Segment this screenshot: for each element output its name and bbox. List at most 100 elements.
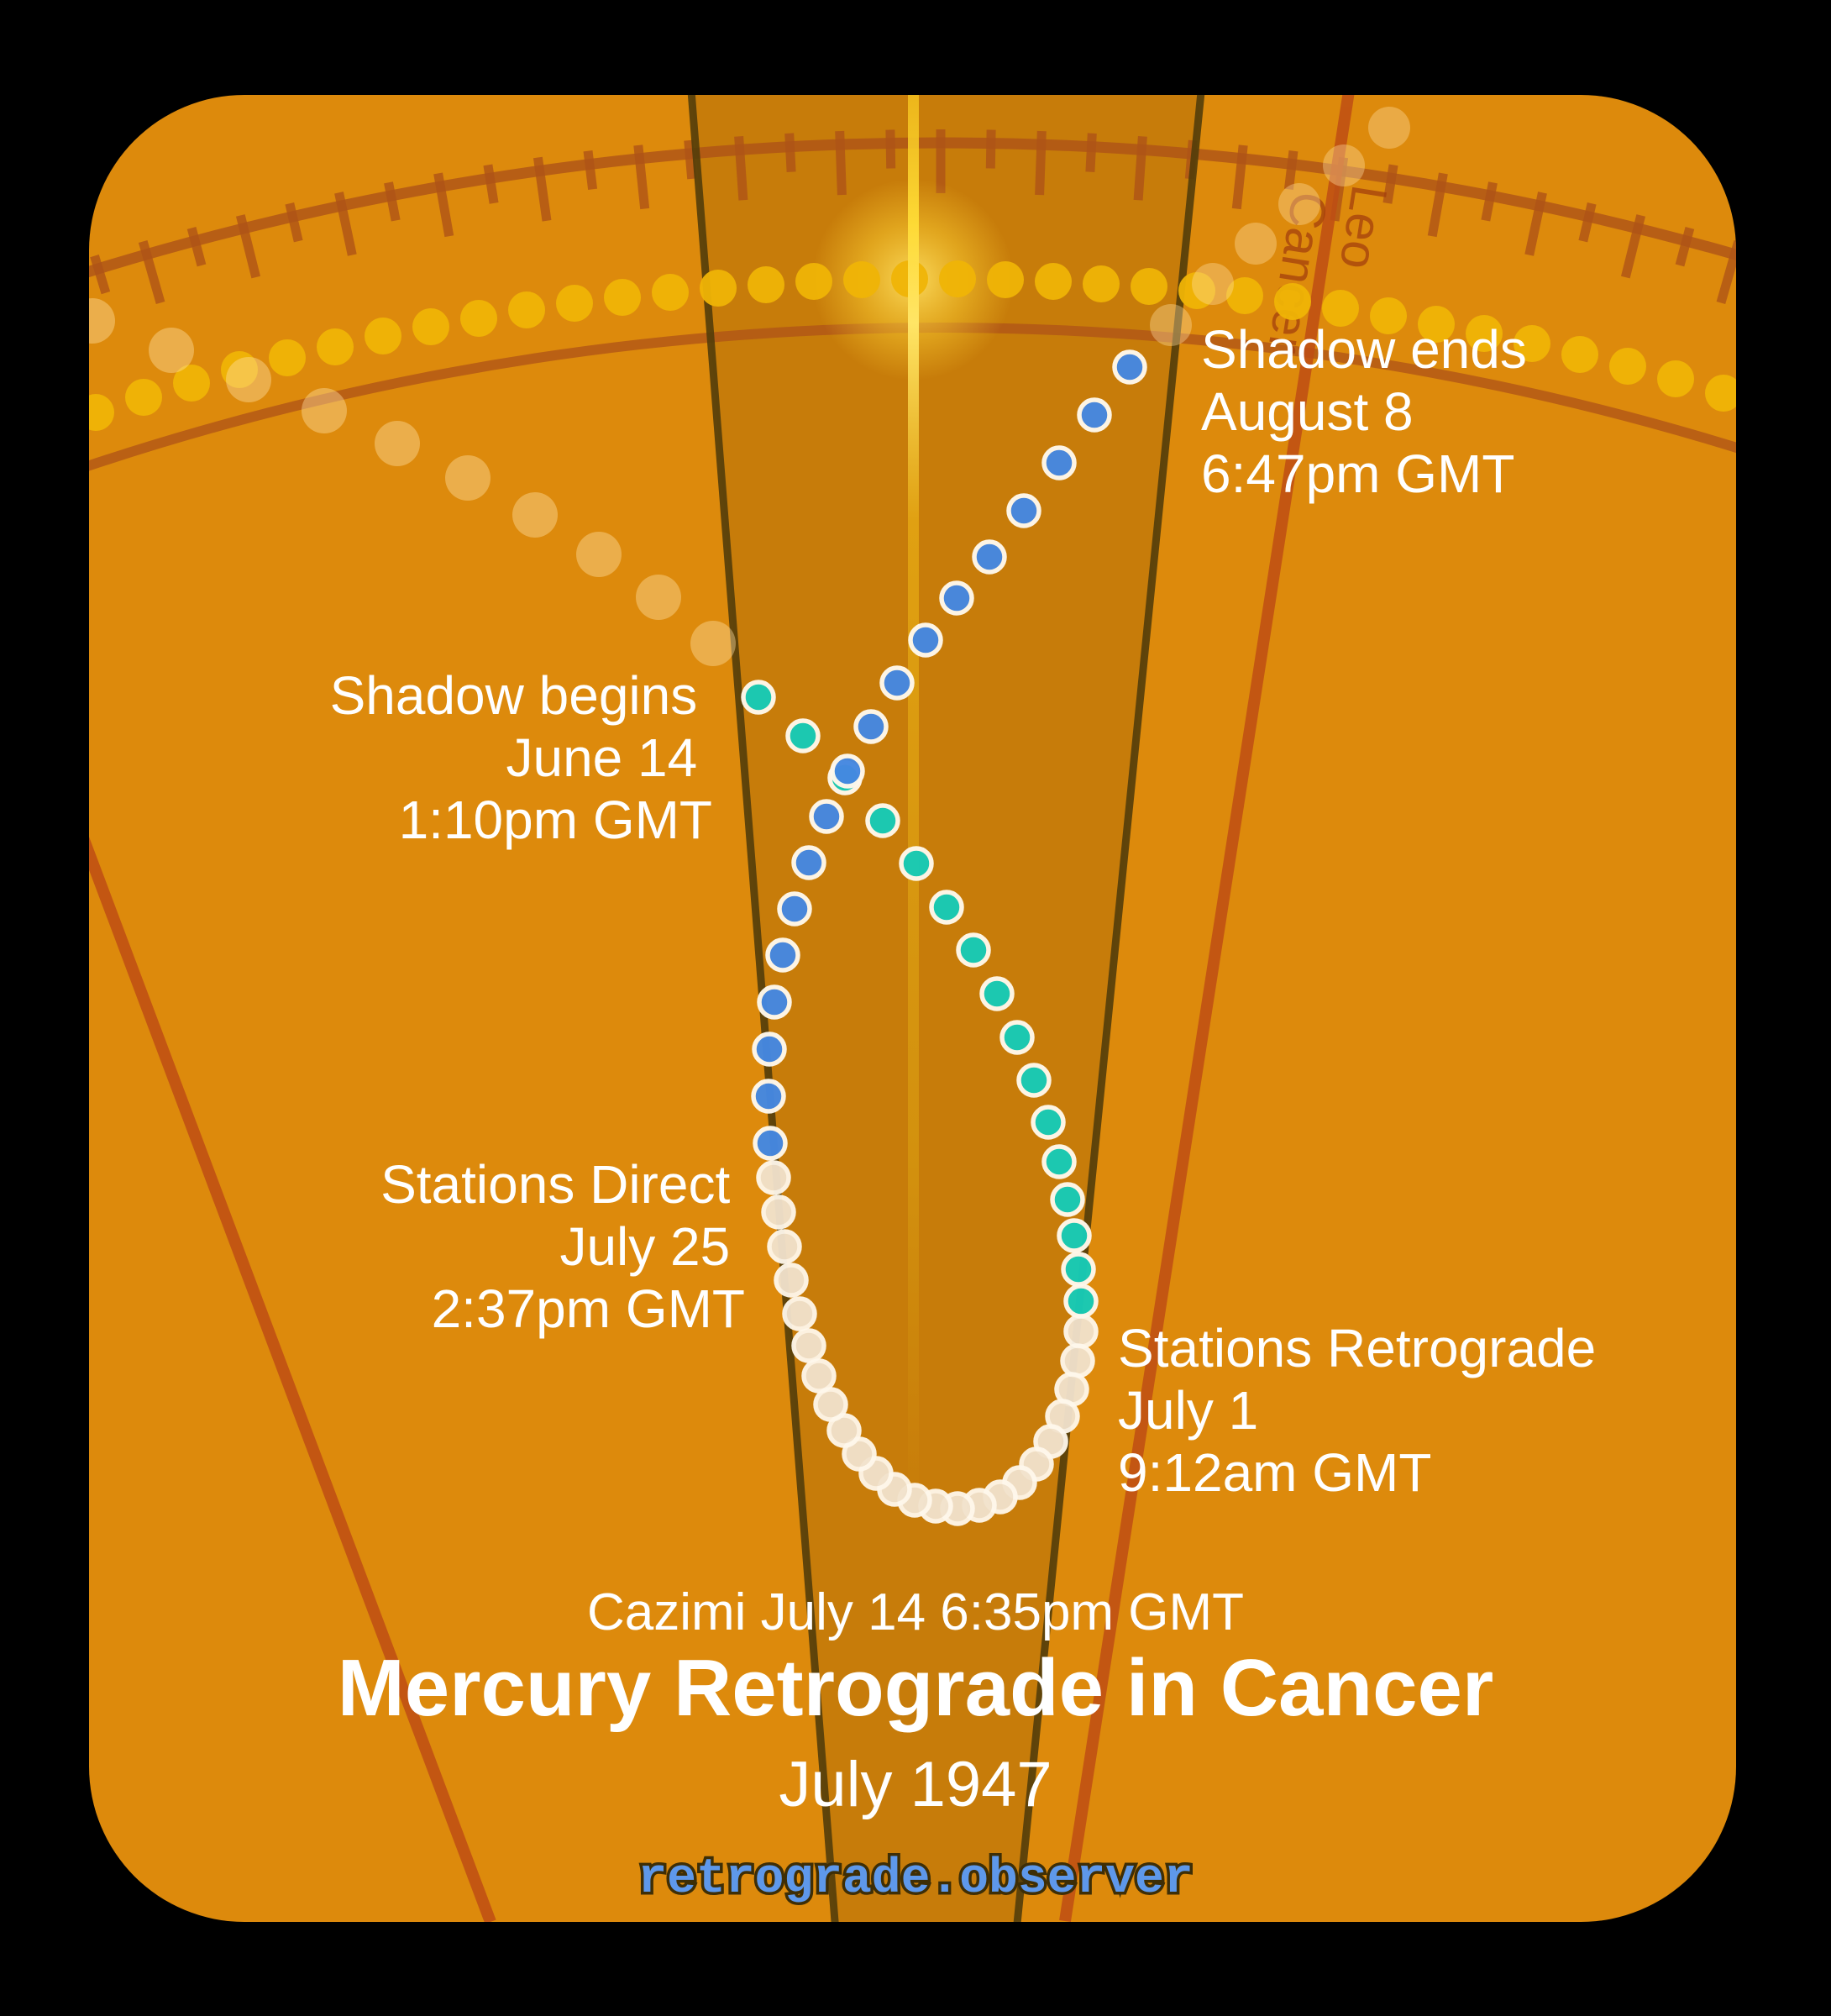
site-link[interactable]: retrograde.observer	[635, 1850, 1196, 1910]
degree-tick	[1133, 136, 1147, 201]
mercury-direct-out-dot	[879, 665, 915, 701]
degree-tick	[285, 202, 303, 243]
mercury-faded-dot	[1278, 183, 1320, 225]
mercury-direct-out-dot	[752, 1032, 787, 1067]
mercury-direct-in-dot	[956, 932, 991, 968]
mercury-direct-out-dot	[939, 580, 974, 616]
mercury-direct-out-dot	[765, 937, 800, 973]
degree-tick	[1035, 130, 1047, 196]
degree-tick	[138, 239, 165, 305]
page-subtitle: July 1947	[779, 1749, 1052, 1820]
degree-tick	[433, 172, 454, 238]
mercury-direct-out-dot	[908, 622, 943, 658]
mercury-faded-dot	[149, 328, 194, 373]
mercury-direct-out-dot	[809, 799, 844, 834]
sun-dot	[508, 291, 545, 328]
mercury-retrograde-dot	[756, 1160, 791, 1195]
sun-dot	[652, 274, 689, 311]
label-shadow-ends: Shadow ends August 8 6:47pm GMT	[1201, 319, 1542, 504]
sun-dot	[1035, 263, 1072, 300]
mercury-faded-dot	[690, 621, 736, 666]
degree-tick	[734, 136, 748, 201]
degree-tick	[1382, 164, 1398, 204]
sun-dot	[795, 263, 832, 300]
mercury-faded-dot	[1192, 263, 1234, 305]
degree-tick	[1716, 239, 1736, 305]
mercury-direct-in-dot	[999, 1020, 1035, 1055]
sun-dot	[460, 300, 497, 337]
sun-dot	[748, 266, 784, 303]
sun-dot	[317, 328, 354, 365]
mercury-direct-in-dot	[1016, 1063, 1052, 1098]
trail-retrograde	[756, 1160, 1099, 1526]
mercury-direct-out-dot	[757, 984, 792, 1020]
degree-tick	[1675, 226, 1695, 267]
mercury-direct-in-dot	[979, 976, 1015, 1011]
sun-dot	[1131, 268, 1167, 305]
mercury-faded-dot	[576, 532, 622, 577]
sun-dot	[1514, 325, 1550, 362]
sun-dot	[700, 270, 737, 307]
degree-tick	[583, 150, 598, 190]
mercury-direct-in-dot	[1061, 1252, 1096, 1287]
mercury-faded-dot	[375, 421, 420, 466]
degree-tick	[1481, 181, 1498, 222]
mercury-direct-out-dot	[1112, 349, 1147, 385]
degree-tick	[483, 164, 499, 204]
mercury-retrograde-dot	[801, 1358, 837, 1394]
mercury-direct-in-dot	[899, 846, 934, 881]
mercury-faded-dot	[89, 298, 115, 344]
mercury-faded-dot	[512, 492, 558, 538]
mercury-direct-in-dot	[1031, 1105, 1066, 1140]
wedge-right-edge-line	[1012, 95, 1209, 1922]
mercury-retrograde-dot	[774, 1263, 809, 1298]
sun-dot	[1609, 348, 1646, 385]
sun-dot	[939, 260, 976, 297]
mercury-direct-out-dot	[751, 1079, 786, 1114]
degree-tick	[186, 226, 207, 267]
degree-tick	[1283, 150, 1298, 190]
sun-dot	[173, 365, 210, 402]
cancer-cusp-radial-line	[89, 804, 496, 1922]
mercury-direct-out-dot	[830, 753, 865, 789]
sun-dot	[365, 318, 401, 354]
mercury-direct-out-dot	[753, 1126, 788, 1161]
label-shadow-begins: Shadow begins June 14 1:10pm GMT	[330, 665, 712, 850]
degree-tick	[684, 139, 697, 180]
sun-dot	[1705, 375, 1736, 412]
degree-tick	[90, 254, 111, 295]
zodiac-label-leo: Leo	[1329, 181, 1398, 273]
degree-tick-marks	[90, 129, 1736, 305]
sun-dot	[1083, 265, 1120, 302]
sun-path-dots	[89, 260, 1736, 431]
degree-tick	[835, 130, 847, 196]
mercury-retrograde-dot	[1060, 1343, 1095, 1378]
label-stations-direct: Stations Direct July 25 2:37pm GMT	[380, 1154, 745, 1339]
degree-tick	[784, 133, 796, 172]
sun-dot	[556, 285, 593, 322]
sun-dot	[843, 261, 880, 298]
sun-dot	[269, 339, 306, 376]
degree-tick	[1620, 214, 1646, 279]
mercury-direct-in-dot	[1057, 1218, 1092, 1253]
degree-tick	[533, 156, 552, 222]
trail-direct-out	[751, 349, 1147, 1161]
sun-dot	[1418, 306, 1455, 343]
mercury-retrograde-dot	[791, 1328, 826, 1363]
sun-dot	[1226, 277, 1263, 314]
mercury-direct-out-dot	[1041, 445, 1077, 480]
sun-dot	[412, 308, 449, 345]
leo-cusp-radial-line	[1059, 95, 1360, 1922]
mercury-faded-dot	[1323, 144, 1365, 186]
mercury-direct-out-dot	[791, 845, 826, 880]
trail-post-shadow	[1150, 107, 1410, 346]
mercury-retrograde-dot	[1063, 1314, 1099, 1349]
trail-pre-shadow	[89, 298, 736, 666]
mercury-faded-dot	[302, 388, 347, 433]
mercury-direct-in-dot	[1050, 1182, 1085, 1217]
mercury-faded-dot	[1235, 223, 1277, 265]
sun-dot	[125, 379, 162, 416]
mercury-direct-in-dot	[741, 680, 776, 715]
